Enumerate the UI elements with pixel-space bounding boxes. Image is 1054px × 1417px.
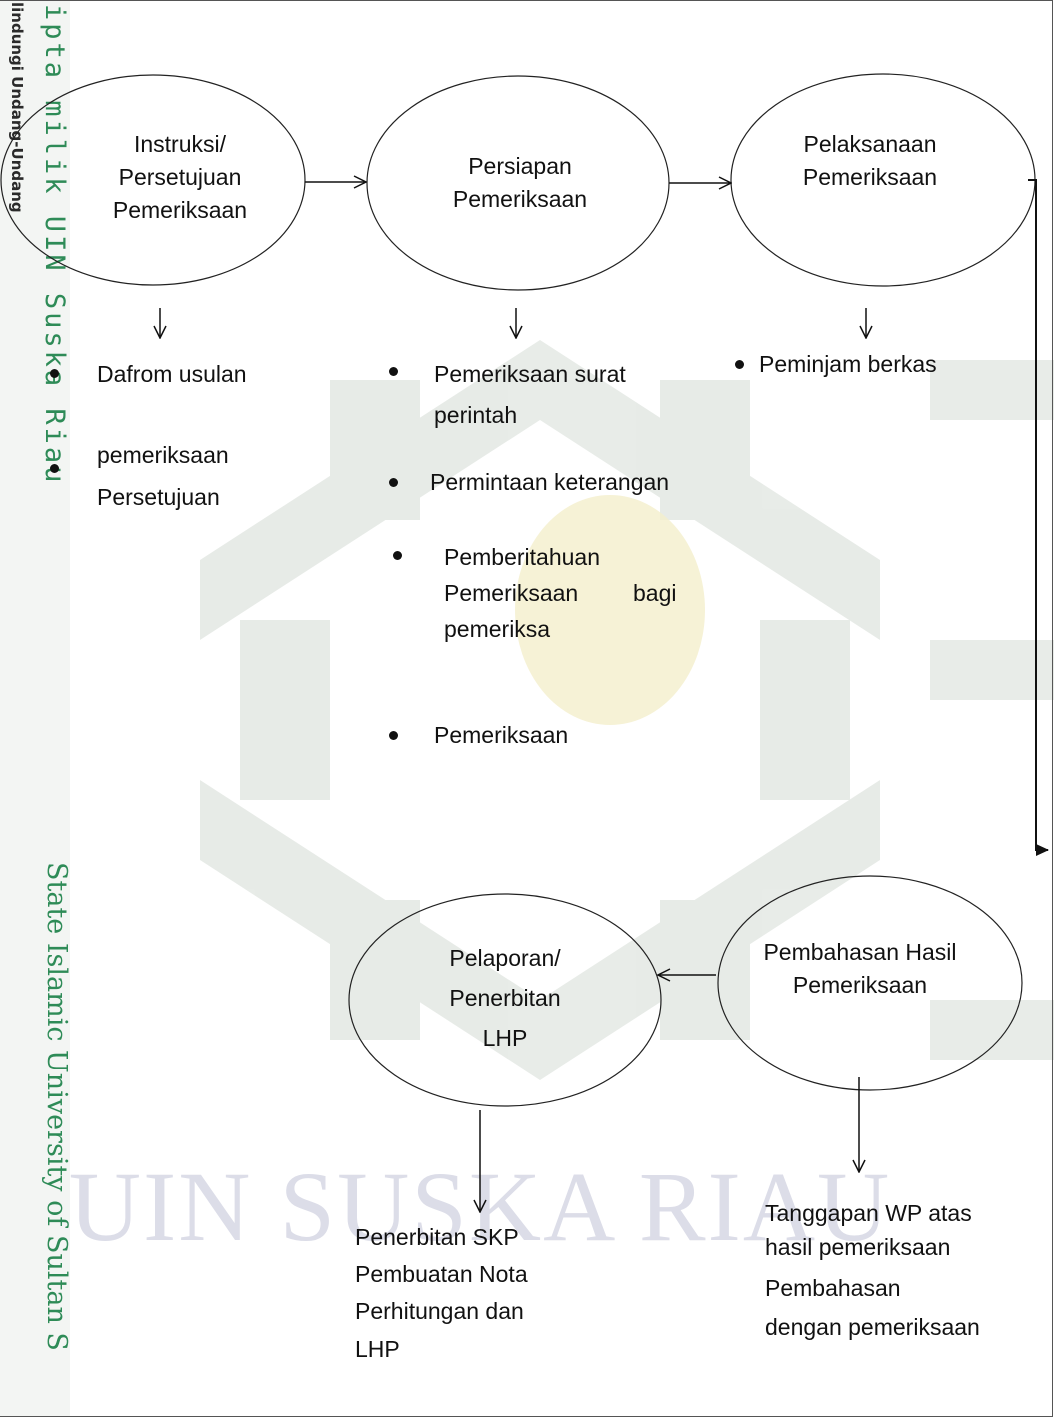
node-pelaksanaan-line: Pemeriksaan [802,164,938,190]
pelaporan-output: LHP [355,1336,400,1362]
node-pelaporan-line: LHP [482,1025,528,1051]
node-pembahasan-line: Pembahasan Hasil [763,939,957,965]
node-pembahasan-label: Pembahasan Hasil Pemeriksaan [730,936,990,1002]
bullet-icon [735,360,744,369]
pelaporan-output: Pembuatan Nota [355,1261,528,1287]
node-pembahasan-ellipse [717,875,1023,1091]
node-persiapan-label: Persiapan Pemeriksaan [400,150,640,216]
node-pelaporan-line: Pelaporan/ [449,945,561,971]
node-persiapan-line: Persiapan [468,153,572,179]
pelaporan-output: Penerbitan SKP [355,1224,519,1250]
node-instruksi-line: Persetujuan [118,164,242,190]
pembahasan-output: Tanggapan WP atas [765,1200,972,1226]
bullet-icon [393,551,402,560]
node-persiapan-line: Pemeriksaan [452,186,588,212]
arrow-pelaksanaan-to-pembahasan [1028,179,1049,856]
instruksi-item: Dafrom usulan [97,361,247,387]
persiapan-item: perintah [434,402,518,428]
node-instruksi-line: Pemeriksaan [112,197,248,223]
bullet-icon [389,731,398,740]
bullet-icon [389,367,398,376]
bullet-icon [50,369,59,378]
node-pembahasan-line: Pemeriksaan [792,972,928,998]
instruksi-item: Persetujuan [97,484,220,510]
persiapan-item: Pemeriksaan [434,722,569,748]
persiapan-item: pemeriksa [444,616,551,642]
node-pelaksanaan-line: Pelaksanaan [803,131,937,157]
node-instruksi-label: Instruksi/ Persetujuan Pemeriksaan [60,128,300,227]
node-pelaporan-label: Pelaporan/ Penerbitan LHP [390,938,620,1058]
persiapan-item: Pemeriksaan [444,580,579,606]
node-pelaporan-ellipse [348,893,662,1107]
pelaksanaan-item: Peminjam berkas [759,351,937,377]
left-margin-strip [0,0,70,1417]
bullet-icon [50,464,59,473]
persiapan-item: Permintaan keterangan [430,469,670,495]
bullet-icon [389,478,398,487]
persiapan-item: bagi [633,580,677,606]
node-instruksi-line: Instruksi/ [133,131,227,157]
node-instruksi-ellipse [0,74,306,286]
node-pelaksanaan-label: Pelaksanaan Pemeriksaan [750,128,990,194]
persiapan-item: Pemberitahuan [444,544,600,570]
node-pelaporan-line: Penerbitan [449,985,561,1011]
pembahasan-output: hasil pemeriksaan [765,1234,951,1260]
persiapan-item: Pemeriksaan surat [434,361,626,387]
pembahasan-output: Pembahasan [765,1275,901,1301]
pelaporan-output: Perhitungan dan [355,1298,524,1324]
pembahasan-output: dengan pemeriksaan [765,1314,980,1340]
instruksi-item: pemeriksaan [97,442,229,468]
